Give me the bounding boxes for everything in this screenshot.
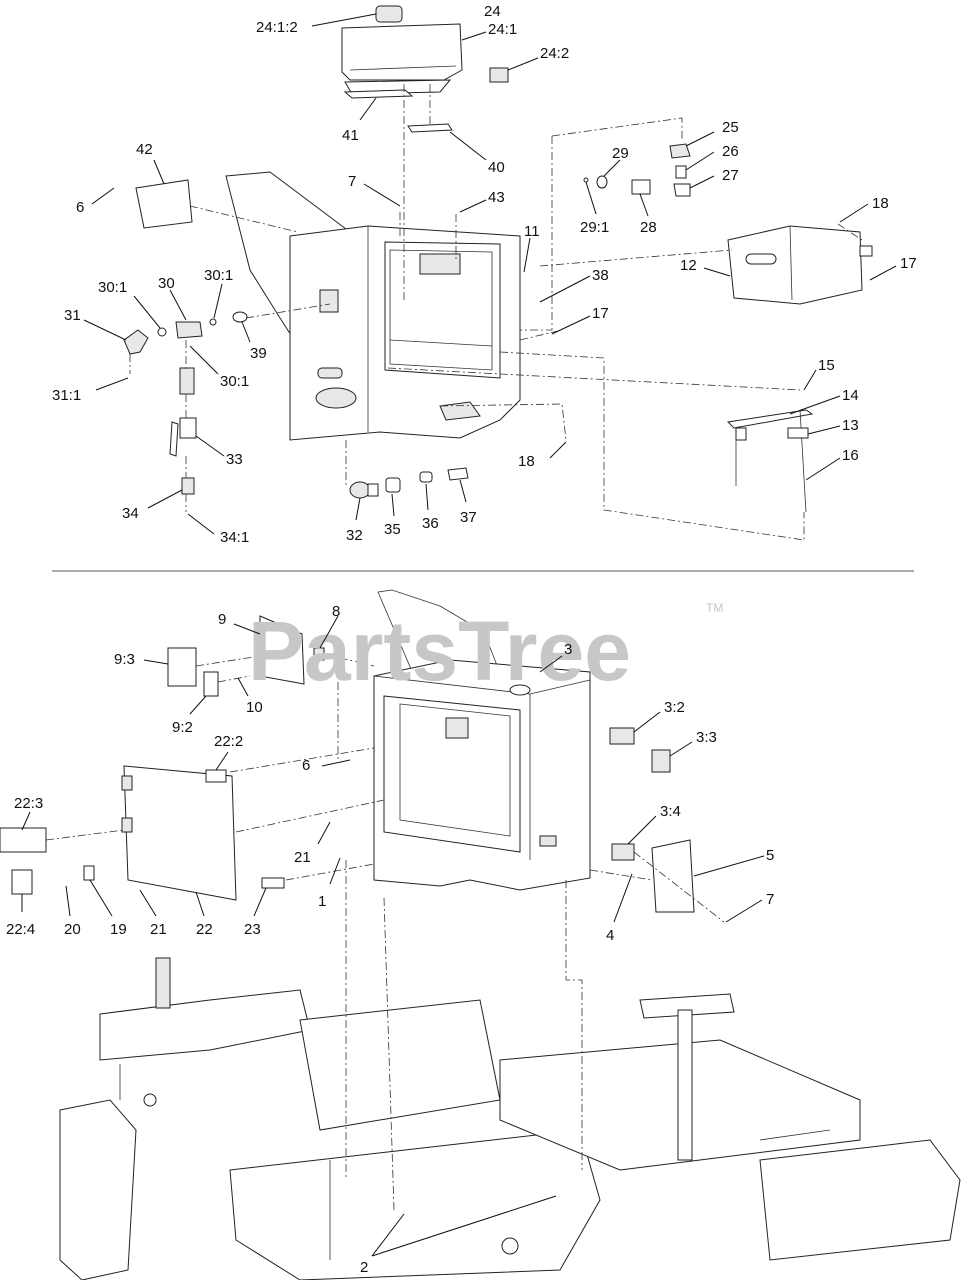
hydraulic-fitting-stack: [123, 311, 248, 495]
watermark-trademark: TM: [706, 601, 723, 615]
callout-21-center: 21: [294, 849, 311, 866]
callout-34-1: 34:1: [220, 529, 249, 546]
decal-3-2: [609, 727, 635, 745]
callout-31: 31: [64, 307, 81, 324]
watermark-text: PartsTree: [248, 604, 631, 698]
callout-26: 26: [722, 143, 739, 160]
callout-7-lower: 7: [766, 891, 774, 908]
callout-2: 2: [360, 1259, 368, 1276]
callout-8: 8: [332, 603, 340, 620]
callout-27: 27: [722, 167, 739, 184]
callout-30-1-a: 30:1: [98, 279, 127, 296]
callout-22: 22: [196, 921, 213, 938]
callout-6-upper: 6: [76, 199, 84, 216]
callout-30-1-b: 30:1: [204, 267, 233, 284]
callout-41: 41: [342, 127, 359, 144]
main-box-3: [373, 659, 591, 891]
tank-gasket: [343, 89, 414, 99]
callout-24-1: 24:1: [488, 21, 517, 38]
callout-18-lower: 18: [518, 453, 535, 470]
callout-24-2: 24:2: [540, 45, 569, 62]
upper-right-fittings: [583, 143, 691, 197]
callout-30-1-c: 30:1: [220, 373, 249, 390]
callout-9-3: 9:3: [114, 651, 135, 668]
callout-11: 11: [524, 223, 540, 240]
reservoir-tank: [341, 5, 509, 95]
callout-24: 24: [484, 3, 501, 20]
callout-43: 43: [488, 189, 505, 206]
callout-1: 1: [318, 893, 326, 910]
bracket-42: [135, 179, 193, 229]
callout-18-upper: 18: [872, 195, 889, 212]
decal-3-3: [651, 749, 671, 773]
callout-9-2: 9:2: [172, 719, 193, 736]
tank-strap: [407, 123, 453, 133]
callout-36: 36: [422, 515, 439, 532]
callout-29: 29: [612, 145, 629, 162]
callout-12: 12: [680, 257, 697, 274]
callout-15: 15: [818, 357, 835, 374]
callout-31-1: 31:1: [52, 387, 81, 404]
callout-17-center: 17: [592, 305, 609, 322]
callout-23: 23: [244, 921, 261, 938]
bracket-5: [651, 839, 695, 913]
callout-4: 4: [606, 927, 614, 944]
callout-32: 32: [346, 527, 363, 544]
callout-37: 37: [460, 509, 477, 526]
callout-22-4: 22:4: [6, 921, 35, 938]
callout-29-1: 29:1: [580, 219, 609, 236]
callout-40: 40: [488, 159, 505, 176]
linkage-rods: [726, 409, 814, 513]
callout-5: 5: [766, 847, 774, 864]
callout-9: 9: [218, 611, 226, 628]
callout-16: 16: [842, 447, 859, 464]
callout-6-lower: 6: [302, 757, 310, 774]
callout-3-2: 3:2: [664, 699, 685, 716]
callout-28: 28: [640, 219, 657, 236]
callout-17-right: 17: [900, 255, 917, 272]
console-panel: [289, 225, 521, 441]
callout-22-3: 22:3: [14, 795, 43, 812]
callout-7-upper: 7: [348, 173, 356, 190]
decal-3-4: [611, 843, 635, 861]
callout-22-2: 22:2: [214, 733, 243, 750]
callout-21-left: 21: [150, 921, 167, 938]
callout-38: 38: [592, 267, 609, 284]
bottom-fittings: [349, 467, 469, 499]
callout-34: 34: [122, 505, 139, 522]
callout-24-1-2: 24:1:2: [256, 19, 298, 36]
side-cover-12: [727, 225, 873, 305]
callout-19: 19: [110, 921, 127, 938]
callout-39: 39: [250, 345, 267, 362]
callout-3: 3: [564, 641, 572, 658]
callout-14: 14: [842, 387, 859, 404]
callout-25: 25: [722, 119, 739, 136]
plate-9-assembly: [167, 615, 325, 697]
callout-20: 20: [64, 921, 81, 938]
callout-10: 10: [246, 699, 263, 716]
callout-3-4: 3:4: [660, 803, 681, 820]
callout-3-3: 3:3: [696, 729, 717, 746]
callout-42: 42: [136, 141, 153, 158]
panel-22-assembly: [0, 765, 285, 901]
callout-30: 30: [158, 275, 175, 292]
callout-35: 35: [384, 521, 401, 538]
mower-frame: [59, 957, 961, 1280]
callout-13: 13: [842, 417, 859, 434]
callout-33: 33: [226, 451, 243, 468]
